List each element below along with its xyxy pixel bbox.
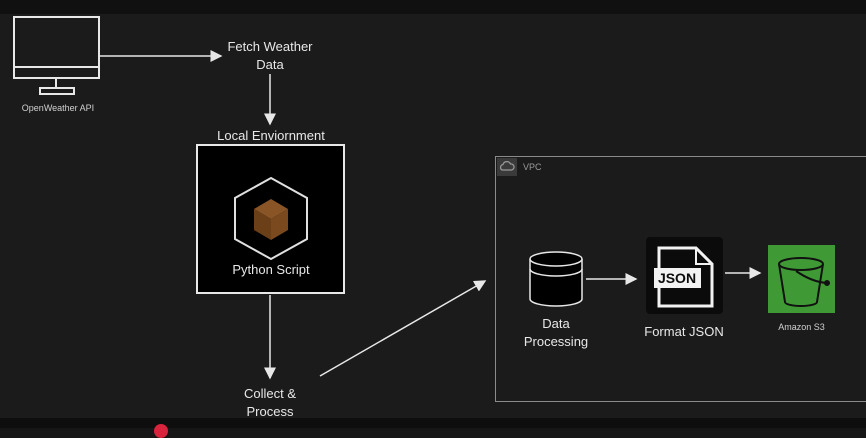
monitor-icon [13, 16, 100, 95]
vpc-label: VPC [523, 162, 542, 172]
red-indicator-dot [154, 424, 168, 438]
cloud-icon [497, 158, 517, 176]
json-file-icon: JSON [654, 246, 714, 308]
diagram-canvas [0, 14, 866, 418]
data-processing-label: Data Processing [523, 316, 589, 349]
database-icon [529, 251, 583, 307]
bucket-icon [778, 257, 830, 307]
diagram-graphics: JSON [13, 16, 830, 380]
connector-collect-to-vpc [319, 280, 487, 377]
collect-process-label: Collect & Process [243, 386, 297, 419]
local-environment-label: Local Enviornment [217, 128, 325, 143]
fetch-weather-label: Fetch Weather Data [227, 39, 313, 72]
amazon-s3-label: Amazon S3 [778, 322, 825, 332]
amazon-s3-tile[interactable] [768, 245, 835, 313]
openweather-api-label: OpenWeather API [21, 103, 95, 113]
top-bar [0, 0, 866, 14]
python-script-label: Python Script [232, 262, 310, 277]
format-json-label: Format JSON [644, 324, 724, 339]
bottom-bar [0, 418, 866, 428]
cube-icon [234, 176, 308, 261]
json-badge-text: JSON [658, 270, 696, 286]
vpc-group[interactable] [495, 156, 866, 402]
